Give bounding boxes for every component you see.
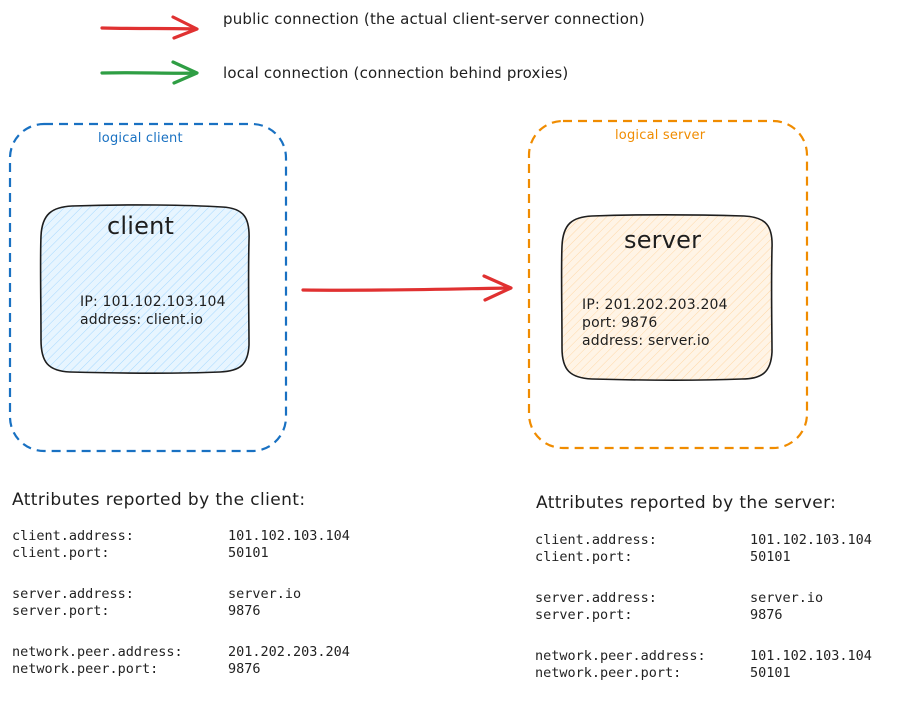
server-box-title: server (624, 226, 702, 254)
server-attr-value: 50101 (750, 549, 791, 565)
server-attr-value: 101.102.103.104 (750, 648, 872, 664)
legend-public-label: public connection (the actual client-ser… (223, 10, 645, 28)
server-attr-value: server.io (750, 590, 824, 606)
legend-public-arrow (100, 15, 199, 40)
client-box-title: client (107, 212, 175, 240)
client-attr-key: network.peer.address: (12, 644, 183, 660)
client-to-server-arrow (301, 274, 513, 302)
client-attr-key: server.port: (12, 603, 110, 619)
logical-server-group (527, 119, 809, 450)
client-attr-value: 9876 (228, 603, 261, 619)
server-address-line: address: server.io (582, 333, 710, 349)
server-attr-key: server.address: (535, 590, 657, 606)
legend-local-arrow (100, 60, 199, 85)
server-attr-value: 9876 (750, 607, 783, 623)
logical-client-label: logical client (98, 131, 183, 146)
client-attributes-table: client.address: 101.102.103.104 client.p… (12, 528, 392, 688)
server-ip-line: IP: 201.202.203.204 (582, 297, 728, 313)
server-attr-key: client.port: (535, 549, 633, 565)
client-attr-value: server.io (228, 586, 302, 602)
server-attr-key: client.address: (535, 532, 657, 548)
server-attributes-table: client.address: 101.102.103.104 client.p… (535, 532, 895, 692)
client-box (39, 204, 250, 374)
client-attr-value: 50101 (228, 545, 269, 561)
client-attr-value: 101.102.103.104 (228, 528, 350, 544)
client-attr-value: 9876 (228, 661, 261, 677)
client-attr-key: network.peer.port: (12, 661, 159, 677)
legend-local-label: local connection (connection behind prox… (223, 64, 569, 82)
client-box-details: IP: 101.102.103.104 address: client.io (80, 293, 226, 329)
client-ip-line: IP: 101.102.103.104 (80, 294, 226, 310)
client-attributes-title: Attributes reported by the client: (12, 490, 306, 510)
server-attr-value: 101.102.103.104 (750, 532, 872, 548)
server-attr-key: server.port: (535, 607, 633, 623)
server-port-line: port: 9876 (582, 315, 658, 331)
server-attr-key: network.peer.address: (535, 648, 706, 664)
client-attr-value: 201.202.203.204 (228, 644, 350, 660)
logical-server-label: logical server (615, 128, 706, 143)
client-attr-key: server.address: (12, 586, 134, 602)
server-attr-key: network.peer.port: (535, 665, 682, 681)
server-box-details: IP: 201.202.203.204 port: 9876 address: … (582, 296, 728, 350)
client-attr-key: client.port: (12, 545, 110, 561)
server-attr-value: 50101 (750, 665, 791, 681)
client-address-line: address: client.io (80, 312, 204, 328)
server-box (560, 214, 773, 381)
client-attr-key: client.address: (12, 528, 134, 544)
server-attributes-title: Attributes reported by the server: (536, 493, 837, 513)
logical-client-group (8, 122, 288, 453)
